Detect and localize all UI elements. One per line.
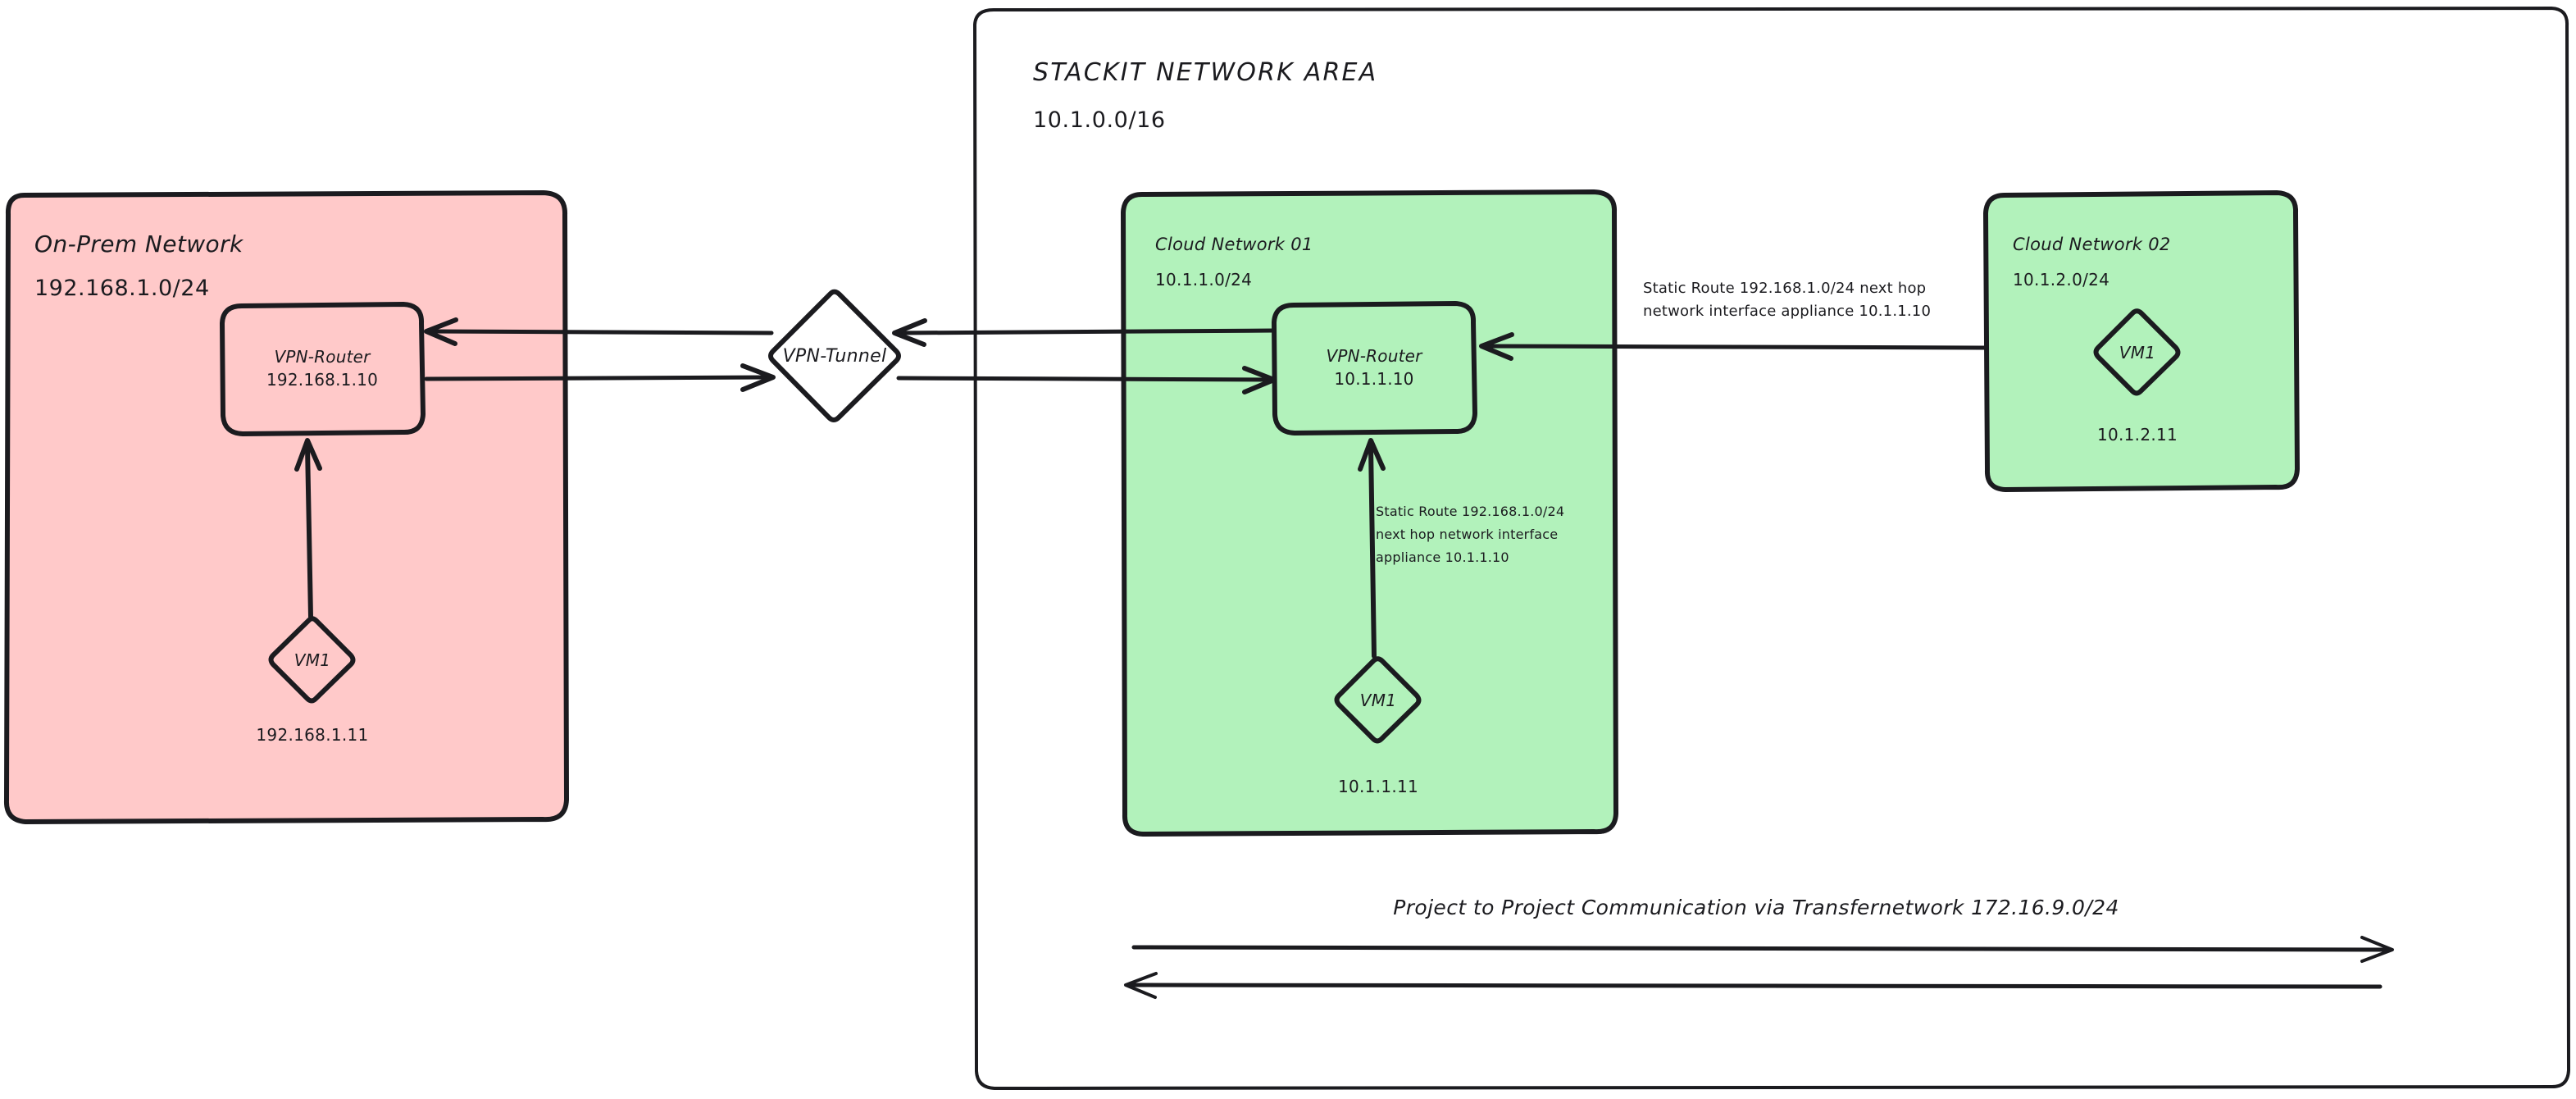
static-route-line1: Static Route 192.168.1.0/24 xyxy=(1376,504,1564,519)
edge-transfer-reverse xyxy=(1124,972,2383,999)
cloud-router-ip: 10.1.1.10 xyxy=(1334,369,1413,389)
cloud-network-01-static-route-label: Static Route 192.168.1.0/24 next hop net… xyxy=(1376,504,1564,565)
onprem-vpn-router-node[interactable] xyxy=(220,302,426,436)
cloud-vm1-label: VM1 xyxy=(1360,691,1397,710)
onprem-network-title: On-Prem Network xyxy=(34,230,244,258)
onprem-network-box[interactable] xyxy=(3,190,569,824)
edge-cloud-vm-to-router xyxy=(1358,438,1386,659)
cloud02-vm1-node[interactable] xyxy=(2093,308,2181,396)
onprem-vm1-ip: 192.168.1.11 xyxy=(256,725,368,745)
network-area-title: STACKIT NETWORK AREA xyxy=(1033,58,1377,87)
static-route-02-line1: Static Route 192.168.1.0/24 next hop xyxy=(1643,280,1926,297)
cloud02-vm1-ip: 10.1.2.11 xyxy=(2097,425,2178,445)
cloud02-vm1-label: VM1 xyxy=(2119,343,2156,363)
edge-transfer-forward xyxy=(1131,936,2394,963)
cloud-network-01-cidr: 10.1.1.0/24 xyxy=(1155,270,1252,290)
cloud-network-01-title: Cloud Network 01 xyxy=(1155,235,1313,254)
cloud-network-02-title: Cloud Network 02 xyxy=(2013,235,2171,254)
static-route-02-line2: network interface appliance 10.1.1.10 xyxy=(1643,303,1931,320)
onprem-router-name: VPN-Router xyxy=(274,347,371,367)
onprem-network-cidr: 192.168.1.0/24 xyxy=(34,276,210,301)
vpn-tunnel-label: VPN-Tunnel xyxy=(783,346,887,367)
onprem-router-ip: 192.168.1.10 xyxy=(266,370,378,390)
vpn-tunnel-node[interactable] xyxy=(768,289,901,422)
cloud-vpn-router-node[interactable] xyxy=(1272,301,1477,435)
cloud-network-02-cidr: 10.1.2.0/24 xyxy=(2013,270,2109,290)
cloud-vm1-node[interactable] xyxy=(1334,656,1422,744)
static-route-line2: next hop network interface xyxy=(1376,527,1558,542)
cloud-vm1-ip: 10.1.1.11 xyxy=(1338,777,1418,796)
edge-cloud-to-tunnel-to-onprem xyxy=(424,317,1277,347)
onprem-vm1-label: VM1 xyxy=(294,650,331,670)
network-area-cidr: 10.1.0.0/16 xyxy=(1033,107,1166,133)
cloud-network-02-static-route-label: Static Route 192.168.1.0/24 next hop net… xyxy=(1643,280,1931,320)
edge-onprem-to-tunnel-to-cloud xyxy=(424,363,1277,394)
transfernetwork-label: Project to Project Communication via Tra… xyxy=(1393,896,2119,919)
onprem-vm1-node[interactable] xyxy=(268,616,356,704)
cloud-router-name: VPN-Router xyxy=(1326,346,1423,366)
static-route-line3: appliance 10.1.1.10 xyxy=(1376,550,1509,565)
edge-cloud02-to-cloud-router xyxy=(1479,332,1988,361)
edge-onprem-vm-to-router xyxy=(294,438,322,619)
